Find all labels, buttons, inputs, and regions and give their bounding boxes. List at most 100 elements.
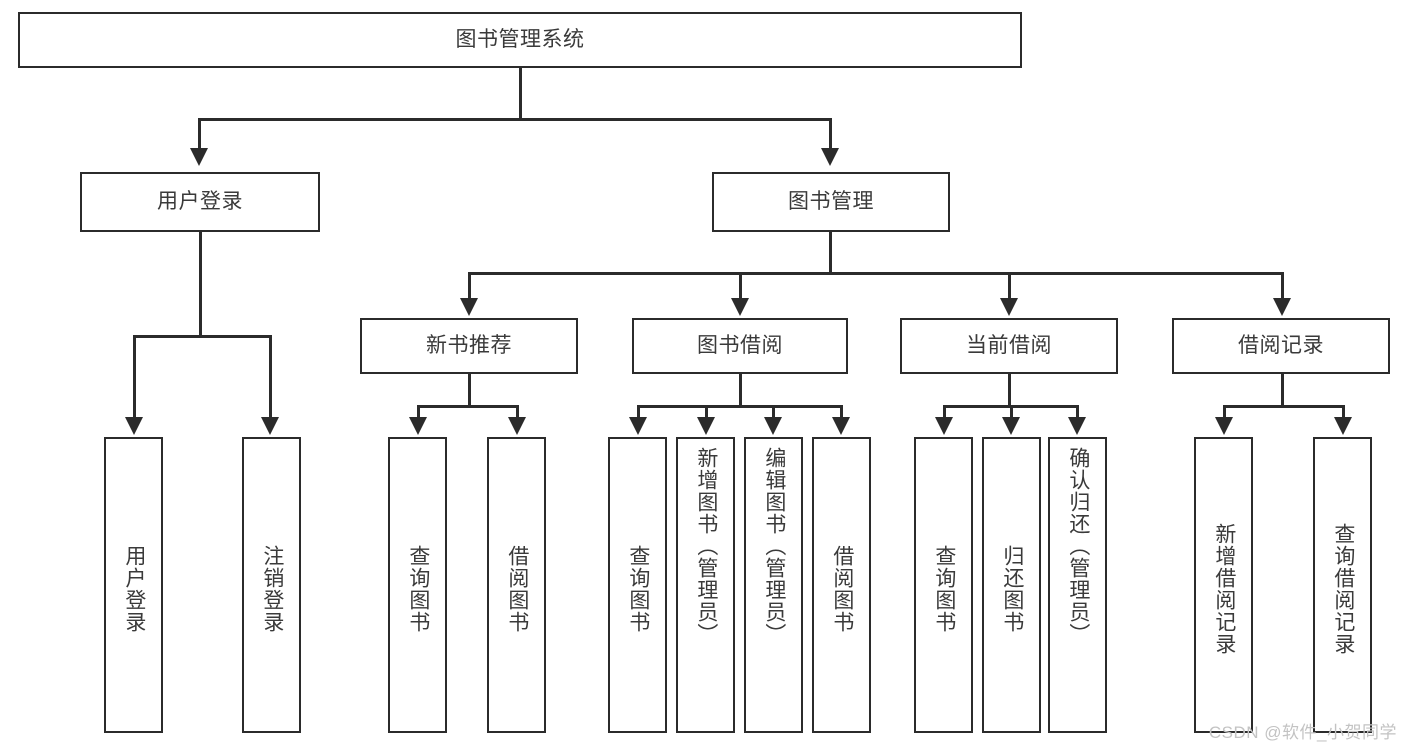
node-leaf-confirm-return-label: 确认归还（管理员）	[1066, 447, 1090, 645]
connector-book-manage-to-current-borrow	[1008, 272, 1011, 300]
node-new-book-recommend[interactable]: 新书推荐	[360, 318, 578, 374]
connector-book-manage-bus	[468, 272, 1283, 275]
leaf-label-wrap: 归还图书	[999, 447, 1024, 731]
node-root[interactable]: 图书管理系统	[18, 12, 1022, 68]
csdn-watermark: CSDN @软件_小贺同学	[1208, 723, 1397, 742]
node-book-manage[interactable]: 图书管理	[712, 172, 950, 232]
leaf-label-wrap: 查询图书	[405, 447, 430, 731]
node-leaf-confirm-return[interactable]: 确认归还（管理员）	[1048, 437, 1107, 733]
leaf-label-wrap: 用户登录	[121, 447, 146, 731]
node-user-login[interactable]: 用户登录	[80, 172, 320, 232]
connector-current-borrow-to-leaf-3	[1076, 405, 1079, 419]
node-leaf-query-borrow-record-label: 查询借阅记录	[1331, 523, 1355, 655]
arrowhead-root-to-user-login	[190, 148, 208, 166]
node-book-borrow-label: 图书借阅	[697, 333, 783, 357]
node-leaf-edit-book-label: 编辑图书（管理员）	[762, 447, 786, 645]
connector-book-borrow-bus	[637, 405, 842, 408]
connector-current-borrow-to-leaf-2	[1010, 405, 1013, 419]
node-current-borrow-label: 当前借阅	[966, 333, 1052, 357]
node-book-manage-label: 图书管理	[788, 189, 874, 213]
leaf-label-wrap: 查询借阅记录	[1330, 447, 1355, 731]
arrowhead-borrow-record-to-leaf-2	[1334, 417, 1352, 435]
arrowhead-current-borrow-to-leaf-3	[1068, 417, 1086, 435]
connector-book-borrow-to-leaf-3	[772, 405, 775, 419]
connector-book-borrow-to-leaf-2	[705, 405, 708, 419]
node-leaf-add-book-label: 新增图书（管理员）	[694, 447, 718, 645]
connector-new-book-stem	[468, 374, 471, 405]
node-book-borrow[interactable]: 图书借阅	[632, 318, 848, 374]
leaf-label-wrap: 注销登录	[259, 447, 284, 731]
connector-root-bus	[198, 118, 831, 121]
arrowhead-new-book-to-leaf-2	[508, 417, 526, 435]
arrowhead-book-manage-to-current-borrow	[1000, 298, 1018, 316]
node-root-label: 图书管理系统	[455, 27, 585, 51]
arrowhead-user-login-to-leaf-2	[261, 417, 279, 435]
connector-user-login-to-leaf-1	[133, 335, 136, 419]
node-leaf-query-book-3[interactable]: 查询图书	[914, 437, 973, 733]
arrowhead-new-book-to-leaf-1	[409, 417, 427, 435]
arrowhead-root-to-book-manage	[821, 148, 839, 166]
connector-new-book-bus	[417, 405, 517, 408]
arrowhead-current-borrow-to-leaf-1	[935, 417, 953, 435]
node-leaf-return-book[interactable]: 归还图书	[982, 437, 1041, 733]
node-new-book-recommend-label: 新书推荐	[426, 333, 512, 357]
connector-book-manage-to-borrow-record	[1281, 272, 1284, 300]
node-leaf-query-book-2[interactable]: 查询图书	[608, 437, 667, 733]
connector-book-manage-to-new-book	[468, 272, 471, 300]
node-leaf-user-login-label: 用户登录	[122, 545, 146, 633]
connector-book-borrow-stem	[739, 374, 742, 405]
node-leaf-add-borrow-record-label: 新增借阅记录	[1212, 523, 1236, 655]
arrowhead-book-manage-to-borrow-record	[1273, 298, 1291, 316]
leaf-label-wrap: 借阅图书	[829, 447, 854, 731]
connector-borrow-record-stem	[1281, 374, 1284, 405]
arrowhead-current-borrow-to-leaf-2	[1002, 417, 1020, 435]
connector-user-login-to-leaf-2	[269, 335, 272, 419]
node-current-borrow[interactable]: 当前借阅	[900, 318, 1118, 374]
connector-book-manage-to-book-borrow	[739, 272, 742, 300]
connector-borrow-record-to-leaf-1	[1223, 405, 1226, 419]
leaf-label-wrap: 新增借阅记录	[1211, 447, 1236, 731]
node-leaf-logout-login[interactable]: 注销登录	[242, 437, 301, 733]
connector-book-borrow-to-leaf-4	[840, 405, 843, 419]
node-leaf-query-borrow-record[interactable]: 查询借阅记录	[1313, 437, 1372, 733]
connector-borrow-record-bus	[1223, 405, 1344, 408]
node-leaf-add-book[interactable]: 新增图书（管理员）	[676, 437, 735, 733]
node-leaf-query-book-1[interactable]: 查询图书	[388, 437, 447, 733]
node-leaf-return-book-label: 归还图书	[1000, 545, 1024, 633]
connector-book-borrow-to-leaf-1	[637, 405, 640, 419]
arrowhead-book-manage-to-book-borrow	[731, 298, 749, 316]
arrowhead-book-borrow-to-leaf-1	[629, 417, 647, 435]
node-leaf-query-book-1-label: 查询图书	[406, 545, 430, 633]
node-leaf-query-book-3-label: 查询图书	[932, 545, 956, 633]
connector-borrow-record-to-leaf-2	[1342, 405, 1345, 419]
arrowhead-book-borrow-to-leaf-4	[832, 417, 850, 435]
node-leaf-borrow-book-2[interactable]: 借阅图书	[812, 437, 871, 733]
arrowhead-user-login-to-leaf-1	[125, 417, 143, 435]
node-borrow-record-label: 借阅记录	[1238, 333, 1324, 357]
connector-user-login-stem	[199, 232, 202, 335]
arrowhead-book-borrow-to-leaf-3	[764, 417, 782, 435]
connector-new-book-to-leaf-1	[417, 405, 420, 419]
leaf-label-wrap: 查询图书	[625, 447, 650, 731]
connector-book-manage-stem	[829, 232, 832, 272]
node-leaf-borrow-book-2-label: 借阅图书	[830, 545, 854, 633]
connector-new-book-to-leaf-2	[516, 405, 519, 419]
node-leaf-add-borrow-record[interactable]: 新增借阅记录	[1194, 437, 1253, 733]
leaf-label-wrap: 查询图书	[931, 447, 956, 731]
node-leaf-user-login[interactable]: 用户登录	[104, 437, 163, 733]
node-user-login-label: 用户登录	[157, 189, 243, 213]
connector-root-stem	[519, 68, 522, 118]
arrowhead-book-manage-to-new-book	[460, 298, 478, 316]
node-leaf-edit-book[interactable]: 编辑图书（管理员）	[744, 437, 803, 733]
node-borrow-record[interactable]: 借阅记录	[1172, 318, 1390, 374]
leaf-label-wrap: 借阅图书	[504, 447, 529, 731]
node-leaf-borrow-book-1[interactable]: 借阅图书	[487, 437, 546, 733]
connector-root-to-book-manage	[829, 118, 832, 150]
arrowhead-book-borrow-to-leaf-2	[697, 417, 715, 435]
node-leaf-logout-login-label: 注销登录	[260, 545, 284, 633]
node-leaf-query-book-2-label: 查询图书	[626, 545, 650, 633]
connector-current-borrow-to-leaf-1	[943, 405, 946, 419]
arrowhead-borrow-record-to-leaf-1	[1215, 417, 1233, 435]
connector-user-login-bus	[133, 335, 269, 338]
